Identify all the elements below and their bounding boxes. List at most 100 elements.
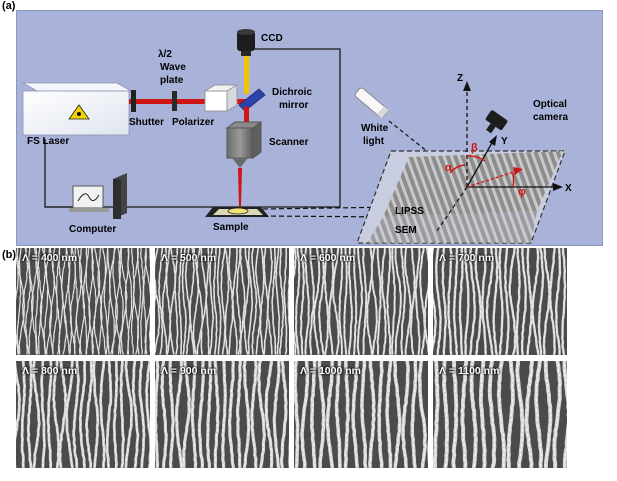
- sample-label: Sample: [213, 222, 249, 233]
- lipss-ridge-highlight: [304, 248, 310, 355]
- dichroic-mirror: [238, 88, 266, 112]
- lipss-ridge-highlight: [516, 248, 520, 355]
- lipss-ridge-highlight: [434, 361, 439, 467]
- lipss-ridge-highlight: [255, 248, 261, 355]
- lipss-ridge-highlight: [378, 361, 383, 468]
- lipss-ridge-highlight: [294, 361, 299, 468]
- lipss-ridge-highlight: [64, 248, 70, 355]
- lipss-ridge-highlight: [525, 361, 533, 468]
- lipss-ridge-highlight: [175, 361, 183, 468]
- half-wave-line2: Wave: [160, 62, 186, 73]
- lipss-ridge-highlight: [318, 361, 325, 467]
- lipss-ridge-highlight: [482, 248, 487, 355]
- polarizer-cube: [203, 84, 239, 112]
- dichroic-line1: Dichroic: [272, 87, 312, 98]
- lipss-ridge-highlight: [144, 248, 150, 355]
- lipss-ridge-highlight: [395, 248, 402, 355]
- lipss-ridge-highlight: [516, 361, 524, 468]
- lipss-ridge-highlight: [311, 361, 316, 468]
- lipss-ridge-highlight: [386, 361, 392, 468]
- scanner-label: Scanner: [269, 137, 309, 148]
- lipss-ridge: [287, 273, 289, 329]
- lipss-ridge-highlight: [115, 248, 121, 355]
- y-axis: [466, 140, 494, 188]
- lipss-ridge-highlight: [301, 361, 309, 468]
- lipss-ridge-highlight: [332, 248, 340, 355]
- lipss-ridge-highlight: [140, 248, 144, 354]
- lipss-ridge-highlight: [442, 248, 447, 355]
- lipss-ridge-highlight: [251, 361, 257, 468]
- lipss-ridge-highlight: [76, 248, 82, 355]
- sem-tile: Λ = 800 nm: [16, 361, 150, 468]
- lipss-ridge-highlight: [97, 248, 103, 355]
- ccd-camera: [237, 29, 255, 56]
- lipss-ridge-highlight: [70, 248, 76, 355]
- computer-label: Computer: [69, 224, 116, 235]
- lipss-ridge-highlight: [118, 248, 124, 355]
- lipss-ridge-highlight: [88, 248, 94, 355]
- lipss-ridge-highlight: [433, 248, 437, 348]
- lipss-ridge-highlight: [447, 248, 452, 355]
- lipss-ridge-highlight: [178, 248, 182, 355]
- lipss-ridge-highlight: [435, 248, 442, 355]
- lipss-ridge-highlight: [228, 361, 234, 468]
- lipss-ridge-highlight: [400, 248, 406, 355]
- lipss-ridge-highlight: [452, 361, 457, 468]
- half-wave-line1: λ/2: [158, 49, 172, 60]
- phi-symbol: φ: [518, 186, 526, 198]
- sem-image: [294, 361, 428, 468]
- lipss-ridge-highlight: [106, 361, 112, 468]
- lipss-ridge-highlight: [507, 361, 514, 467]
- lipss-ridge-highlight: [21, 361, 26, 468]
- lipss-ridge-highlight: [275, 248, 280, 355]
- lipss-ridge-highlight: [357, 248, 363, 355]
- panel-a-label: (a): [2, 0, 16, 12]
- lipss-plane: [356, 150, 566, 244]
- lipss-ridge-highlight: [243, 248, 250, 355]
- sem-tile: Λ = 500 nm: [155, 248, 289, 355]
- white-light: [354, 87, 389, 119]
- lipss-ridge-highlight: [131, 248, 135, 355]
- period-label: Λ = 700 nm: [439, 252, 495, 264]
- lipss-ridge-highlight: [52, 248, 58, 354]
- lipss-ridge-highlight: [424, 248, 428, 351]
- z-axis-label: Z: [457, 73, 463, 84]
- lipss-ridge-highlight: [59, 361, 67, 468]
- lipss-ridge-highlight: [155, 248, 160, 353]
- lipss-ridge-highlight: [386, 248, 391, 355]
- lipss-ridge-highlight: [169, 361, 174, 468]
- lipss-ridge-highlight: [91, 248, 97, 355]
- lipss-ridge-highlight: [93, 361, 99, 468]
- lipss-ridge-highlight: [267, 248, 273, 355]
- lipss-ridge-highlight: [125, 361, 133, 468]
- lipss-ridge-highlight: [49, 248, 55, 355]
- lipss-ridge-highlight: [35, 248, 39, 355]
- lipss-ridge-highlight: [404, 248, 412, 355]
- lipss-ridge-highlight: [85, 248, 91, 355]
- lipss-ridge-highlight: [169, 248, 176, 355]
- lipss-ridge-highlight: [498, 248, 503, 355]
- lipss-ridge-highlight: [79, 248, 85, 355]
- lipss-ridge-highlight: [185, 248, 191, 355]
- lipss-ridge-highlight: [127, 248, 132, 355]
- lipss-ridge-highlight: [224, 248, 229, 355]
- lipss-ridge-highlight: [37, 248, 43, 355]
- lipss-ridge-highlight: [25, 248, 31, 355]
- lipss-ridge-highlight: [149, 248, 150, 351]
- lipss-ridge-highlight: [189, 248, 195, 355]
- laser-beam-horizontal: [129, 99, 255, 104]
- lipss-ridge-highlight: [205, 248, 210, 355]
- focused-beam: [238, 168, 242, 207]
- lipss-ridge-highlight: [213, 248, 218, 355]
- lipss-ridge-highlight: [352, 361, 358, 468]
- zoom-line-top: [262, 206, 398, 210]
- sem-image: [16, 361, 150, 468]
- lipss-ridge-highlight: [366, 248, 373, 355]
- fs-laser: [21, 82, 133, 136]
- lipss-ridge-highlight: [112, 248, 118, 355]
- lipss-ridge-highlight: [139, 361, 145, 468]
- ccd-label: CCD: [261, 33, 283, 44]
- beta-symbol: β: [471, 142, 478, 154]
- lipss-ridge-highlight: [16, 248, 22, 355]
- lipss-ridge-highlight: [73, 361, 79, 468]
